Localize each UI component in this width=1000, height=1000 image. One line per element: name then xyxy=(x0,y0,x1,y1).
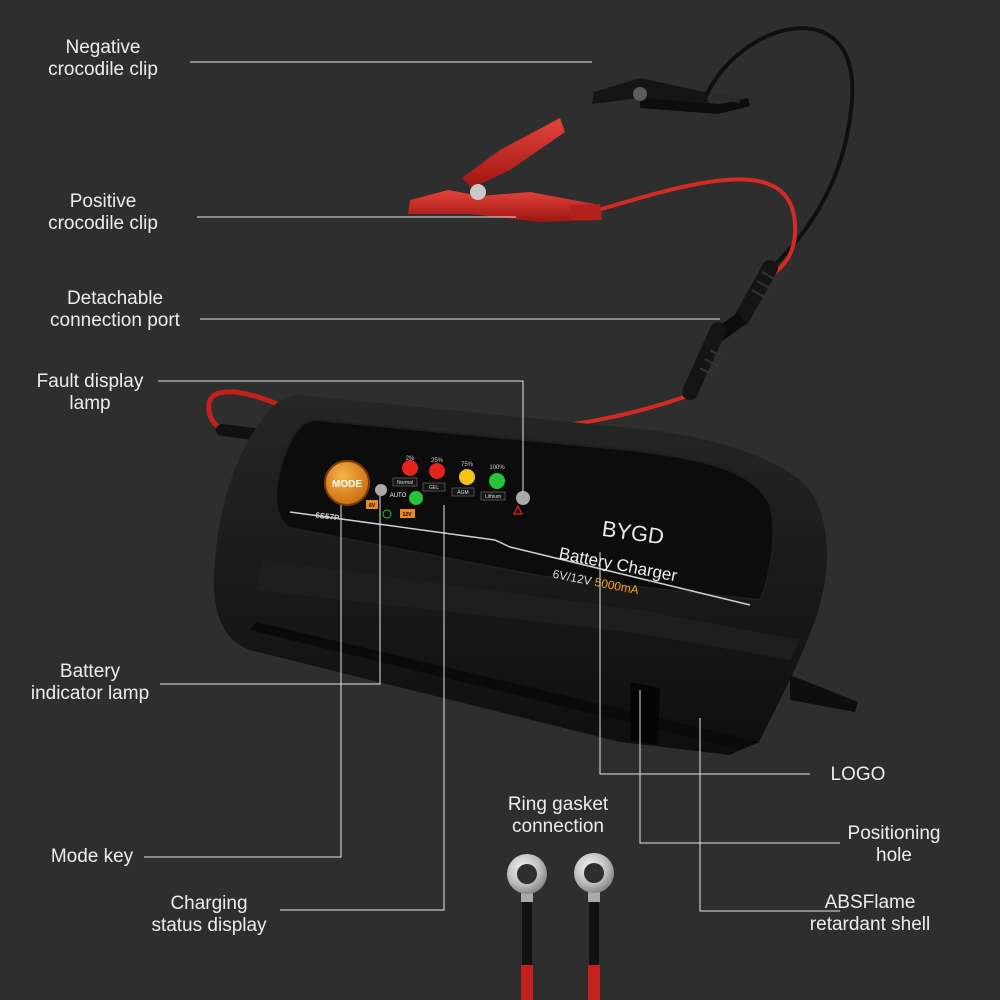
name-agm: AGM xyxy=(457,490,468,496)
name-normal: Normal xyxy=(397,480,413,486)
lamp-battery-6v xyxy=(375,484,387,496)
label-positioning-hole: Positioning hole xyxy=(847,823,941,866)
charger-body xyxy=(213,395,858,755)
black-wire xyxy=(703,26,855,272)
lamp-100pct xyxy=(489,473,505,489)
lamp-75pct xyxy=(459,469,475,485)
v12-label: 12V xyxy=(403,512,413,518)
warning-icon xyxy=(513,504,523,515)
auto-label: AUTO xyxy=(390,493,407,499)
v6-label: 6V xyxy=(369,503,376,509)
label-charging-display: Charging status display xyxy=(151,893,267,936)
status-lamps: 2% 25% 75% 100% Normal GEL AGM Lithium A… xyxy=(315,456,530,523)
detachable-connector xyxy=(682,260,778,400)
mode-key-label: MODE xyxy=(332,479,362,490)
name-lithium: Lithium xyxy=(485,494,501,500)
pct-1: 2% xyxy=(406,456,415,462)
label-mode-key: Mode key xyxy=(50,846,134,867)
positive-clip xyxy=(408,118,602,222)
face-panel xyxy=(275,418,775,602)
mode-key[interactable]: MODE xyxy=(324,460,370,506)
pct-3: 75% xyxy=(461,462,474,468)
label-negative-clip: Negative crocodile clip xyxy=(48,37,158,80)
pct-4: 100% xyxy=(489,465,505,471)
label-abs-shell: ABSFlame retardant shell xyxy=(809,892,931,935)
label-connection-port: Detachable connection port xyxy=(50,288,180,331)
lamp-25pct xyxy=(429,463,445,479)
positioning-hole xyxy=(630,682,660,745)
negative-clip xyxy=(592,78,750,114)
label-fault-lamp: Fault display lamp xyxy=(36,371,144,414)
leader-lines xyxy=(144,61,840,912)
label-ring-gasket: Ring gasket connection xyxy=(507,794,609,837)
lamp-2pct xyxy=(402,460,418,476)
model-label: 6S57P xyxy=(315,511,341,523)
pct-2: 25% xyxy=(431,458,444,464)
name-gel: GEL xyxy=(429,485,439,491)
label-logo: LOGO xyxy=(830,764,886,785)
lamp-fault xyxy=(516,491,530,505)
label-battery-lamp: Battery indicator lamp xyxy=(30,661,150,704)
charge-icon xyxy=(382,509,392,519)
label-positive-clip: Positive crocodile clip xyxy=(48,191,158,234)
red-wire xyxy=(597,177,798,282)
lamp-12v xyxy=(409,491,423,505)
ring-terminals xyxy=(507,853,614,1000)
